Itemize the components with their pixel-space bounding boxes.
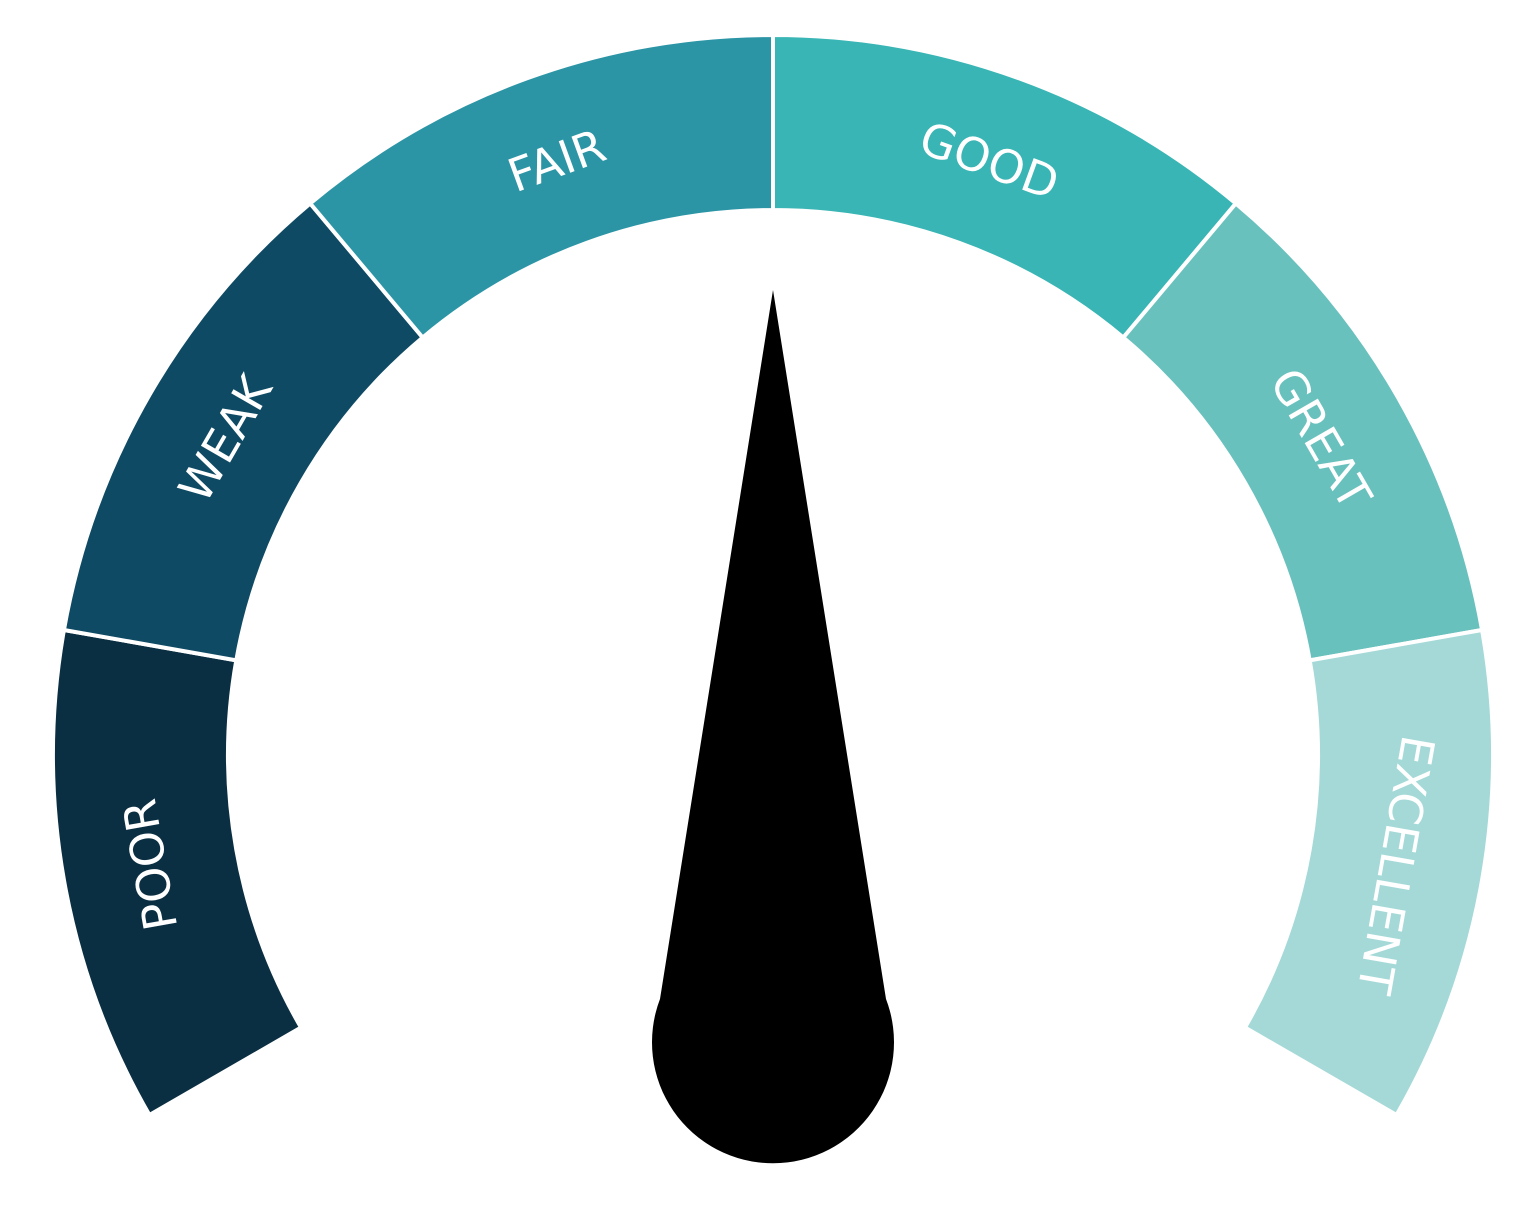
gauge-needle xyxy=(651,290,894,1164)
gauge-segments xyxy=(51,32,1495,1118)
gauge-segment-excellent xyxy=(1242,627,1495,1118)
gauge-needle-pointer xyxy=(651,290,894,1164)
